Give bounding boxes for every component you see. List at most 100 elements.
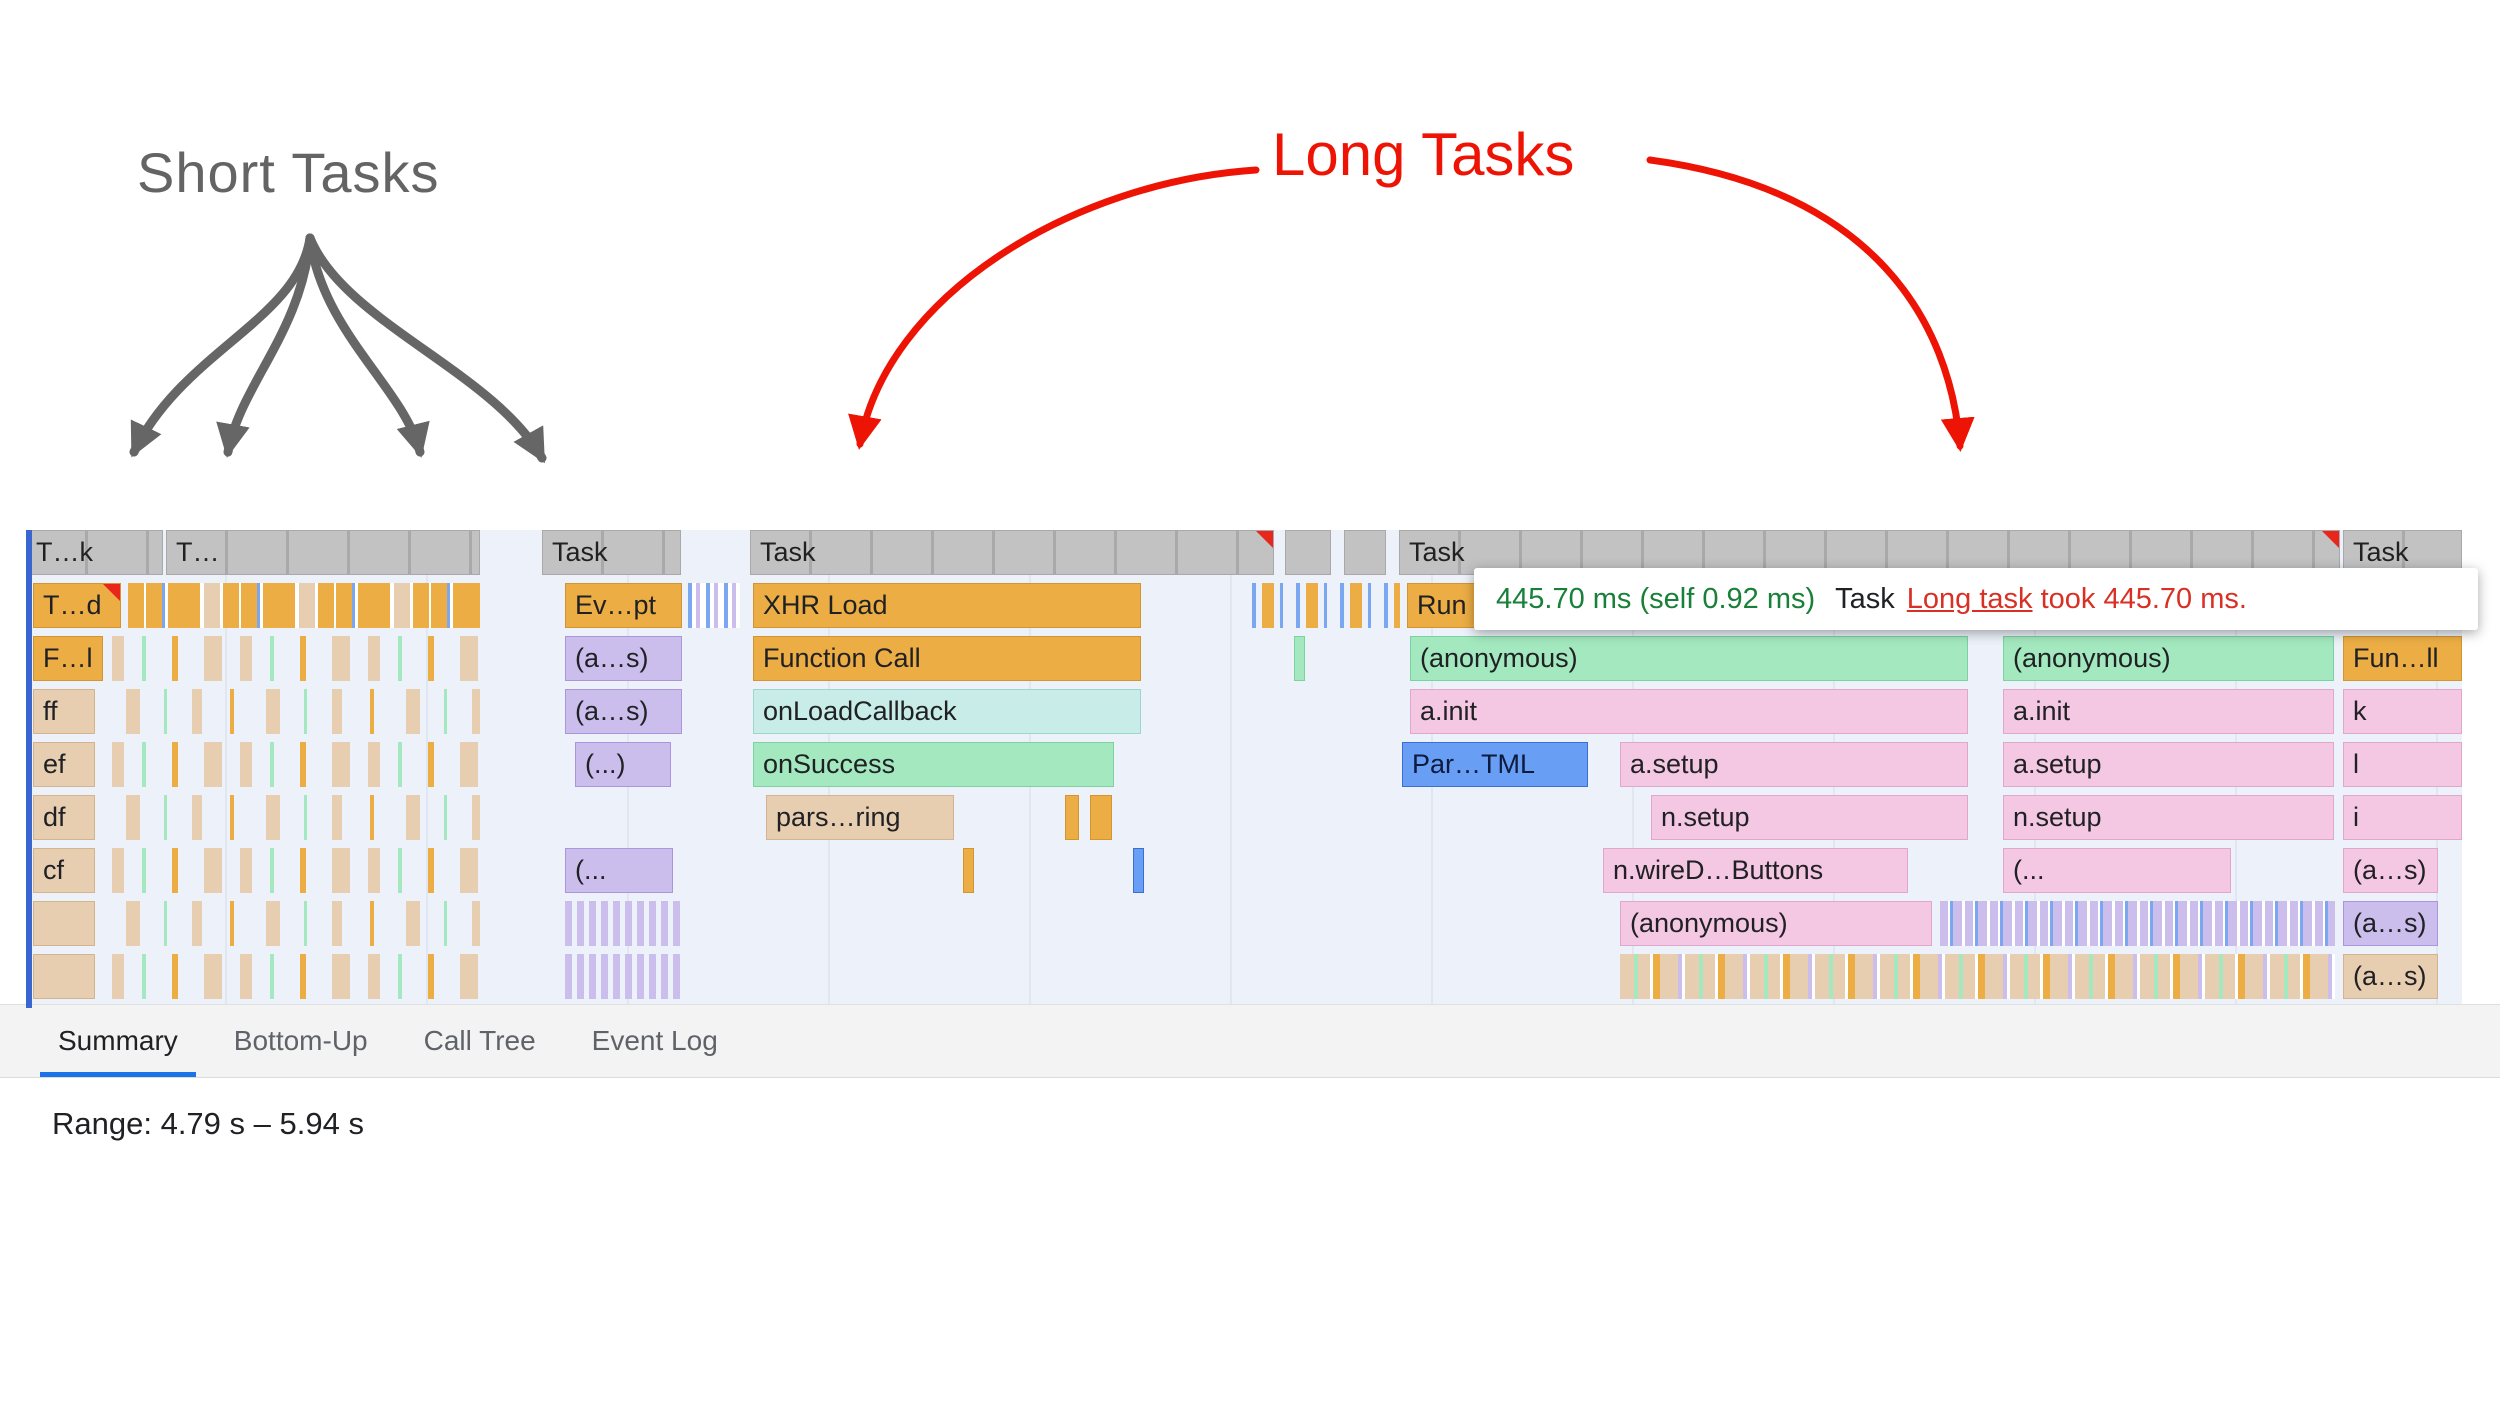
tab-summary[interactable]: Summary — [30, 1005, 206, 1077]
flame-bar[interactable]: Task — [542, 530, 681, 575]
flame-bar[interactable]: n.setup — [2003, 795, 2334, 840]
flame-bar-label: Par…TML — [1412, 749, 1536, 779]
tooltip-duration: 445.70 ms (self 0.92 ms) — [1496, 583, 1816, 615]
flame-bar[interactable]: (a…s) — [2343, 848, 2438, 893]
tab-event-log-label: Event Log — [591, 1025, 718, 1056]
flame-bar-label: n.setup — [1661, 802, 1750, 832]
flame-bar[interactable]: T… — [166, 530, 480, 575]
flame-bar-label: Task — [760, 537, 816, 567]
flame-bar-label: Task — [1409, 537, 1465, 567]
flame-bar[interactable]: a.init — [1410, 689, 1968, 734]
flame-minor-bars[interactable] — [33, 901, 95, 946]
tab-event-log[interactable]: Event Log — [564, 1005, 746, 1077]
flame-bar[interactable]: (a…s) — [565, 689, 682, 734]
flame-minor-bars[interactable] — [112, 954, 480, 999]
flame-bar[interactable]: (anonymous) — [2003, 636, 2334, 681]
flame-bar[interactable]: l — [2343, 742, 2462, 787]
long-tasks-arrows — [848, 156, 1975, 452]
flame-bar[interactable]: (...) — [575, 742, 671, 787]
flame-bar[interactable]: (... — [565, 848, 673, 893]
flame-bar[interactable]: n.wireD…Buttons — [1603, 848, 1908, 893]
tab-call-tree-label: Call Tree — [423, 1025, 536, 1056]
flame-minor-bars[interactable] — [963, 848, 974, 893]
flame-bar[interactable]: Task — [1399, 530, 2340, 575]
flame-bar-label: n.wireD…Buttons — [1613, 855, 1824, 885]
flame-bar[interactable]: (a…s) — [2343, 901, 2438, 946]
flame-minor-bars[interactable] — [565, 954, 682, 999]
flame-bar-label: (...) — [585, 749, 626, 779]
flame-bar-label: Ev…pt — [575, 590, 657, 620]
flame-bar[interactable]: Fun…ll — [2343, 636, 2462, 681]
flame-minor-bars[interactable] — [1344, 530, 1386, 575]
long-task-flag-icon — [103, 584, 120, 601]
tab-bottom-up[interactable]: Bottom-Up — [206, 1005, 396, 1077]
flame-bar[interactable]: pars…ring — [766, 795, 954, 840]
flame-bar[interactable]: a.init — [2003, 689, 2334, 734]
flame-bar-label: l — [2353, 749, 2359, 779]
flame-bar[interactable]: (a…s) — [2343, 954, 2438, 999]
flame-bar-label: Task — [2353, 537, 2409, 567]
flame-bar[interactable]: F…l — [33, 636, 103, 681]
flame-minor-bars[interactable] — [1065, 795, 1079, 840]
flame-bar[interactable]: Ev…pt — [565, 583, 682, 628]
flame-minor-bars[interactable] — [112, 795, 480, 840]
flame-bar-label: (a…s) — [575, 696, 649, 726]
flame-bar[interactable]: (... — [2003, 848, 2231, 893]
flame-bar-label: F…l — [43, 643, 93, 673]
flame-minor-bars[interactable] — [565, 901, 682, 946]
flame-bar-label: Function Call — [763, 643, 921, 673]
flame-minor-bars[interactable] — [112, 742, 480, 787]
selection-edge[interactable] — [26, 530, 32, 1008]
flame-minor-bars[interactable] — [1940, 901, 2335, 946]
flame-bar[interactable]: cf — [33, 848, 95, 893]
flame-bar[interactable]: (anonymous) — [1620, 901, 1932, 946]
flame-bar[interactable]: ff — [33, 689, 95, 734]
flame-bar[interactable]: XHR Load — [753, 583, 1141, 628]
flame-minor-bars[interactable] — [1252, 583, 1400, 628]
flame-bar[interactable]: Par…TML — [1402, 742, 1588, 787]
flame-bar[interactable]: a.setup — [1620, 742, 1968, 787]
flame-bar[interactable]: (a…s) — [565, 636, 682, 681]
flame-bar-label: (a…s) — [2353, 908, 2427, 938]
flame-minor-bars[interactable] — [112, 848, 480, 893]
flame-bar-label: k — [2353, 696, 2367, 726]
flame-bar-label: (... — [2013, 855, 2045, 885]
flame-bar[interactable]: n.setup — [1651, 795, 1968, 840]
flame-bar[interactable]: Task — [750, 530, 1274, 575]
flame-bar-label: Task — [552, 537, 608, 567]
annotation-arrows — [129, 156, 1975, 464]
flame-bar[interactable]: onSuccess — [753, 742, 1114, 787]
flame-bar[interactable]: ef — [33, 742, 95, 787]
range-label: Range: 4.79 s – 5.94 s — [52, 1106, 364, 1141]
flame-bar-label: (a…s) — [2353, 855, 2427, 885]
flame-bar-label: T…d — [43, 590, 102, 620]
tab-call-tree[interactable]: Call Tree — [396, 1005, 564, 1077]
long-task-flag-icon — [2322, 531, 2339, 548]
flame-minor-bars[interactable] — [33, 954, 95, 999]
flame-bar[interactable]: onLoadCallback — [753, 689, 1141, 734]
flame-minor-bars[interactable] — [128, 583, 480, 628]
flame-bar[interactable]: df — [33, 795, 95, 840]
flame-bar[interactable]: T…k — [26, 530, 163, 575]
long-task-link[interactable]: Long task — [1906, 583, 2033, 615]
flame-bar[interactable]: k — [2343, 689, 2462, 734]
flame-bar-label: i — [2353, 802, 2359, 832]
flame-bar[interactable]: i — [2343, 795, 2462, 840]
flame-bar[interactable]: T…d — [33, 583, 121, 628]
flame-minor-bars[interactable] — [1620, 954, 2335, 999]
flame-minor-bars[interactable] — [1090, 795, 1112, 840]
flame-minor-bars[interactable] — [1285, 530, 1331, 575]
flame-minor-bars[interactable] — [688, 583, 740, 628]
flame-bar[interactable]: (anonymous) — [1410, 636, 1968, 681]
flame-bar-label: onLoadCallback — [763, 696, 957, 726]
flame-bar-label: onSuccess — [763, 749, 896, 779]
flame-bar[interactable]: a.setup — [2003, 742, 2334, 787]
flame-minor-bars[interactable] — [112, 689, 480, 734]
flame-minor-bars[interactable] — [112, 901, 480, 946]
flame-minor-bars[interactable] — [112, 636, 480, 681]
flame-bar-label: Fun…ll — [2353, 643, 2439, 673]
flame-minor-bars[interactable] — [1133, 848, 1144, 893]
flame-minor-bars[interactable] — [1294, 636, 1305, 681]
flame-bar[interactable]: Function Call — [753, 636, 1141, 681]
flame-bar-label: (anonymous) — [2013, 643, 2171, 673]
